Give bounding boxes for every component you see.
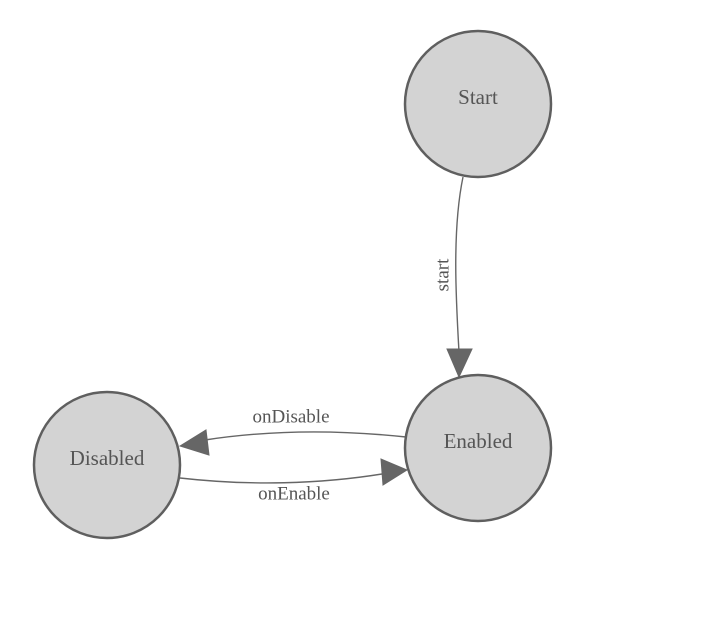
edge-on-enable-line [179, 473, 383, 484]
state-disabled[interactable]: Disabled [32, 390, 182, 540]
state-start[interactable]: Start [403, 29, 553, 179]
state-enabled[interactable]: Enabled [403, 373, 553, 523]
edge-on-disable: onDisable [178, 407, 407, 456]
edge-on-disable-line [204, 431, 407, 441]
edge-on-disable-label: onDisable [252, 407, 329, 428]
state-start-circle[interactable] [403, 29, 553, 179]
edge-start-label: start [433, 258, 454, 291]
state-enabled-label: Enabled [444, 429, 513, 453]
state-disabled-label: Disabled [70, 446, 145, 470]
edge-on-enable-arrowhead [380, 458, 409, 486]
edge-on-enable: onEnable [179, 458, 409, 505]
edge-on-enable-label: onEnable [258, 484, 330, 505]
state-enabled-circle[interactable] [403, 373, 553, 523]
state-disabled-circle[interactable] [32, 390, 182, 540]
edge-start-arrowhead [446, 348, 473, 379]
edge-start-line [455, 176, 464, 353]
edge-on-disable-arrowhead [178, 429, 210, 456]
edge-start: start [433, 176, 473, 379]
state-start-label: Start [458, 85, 498, 109]
